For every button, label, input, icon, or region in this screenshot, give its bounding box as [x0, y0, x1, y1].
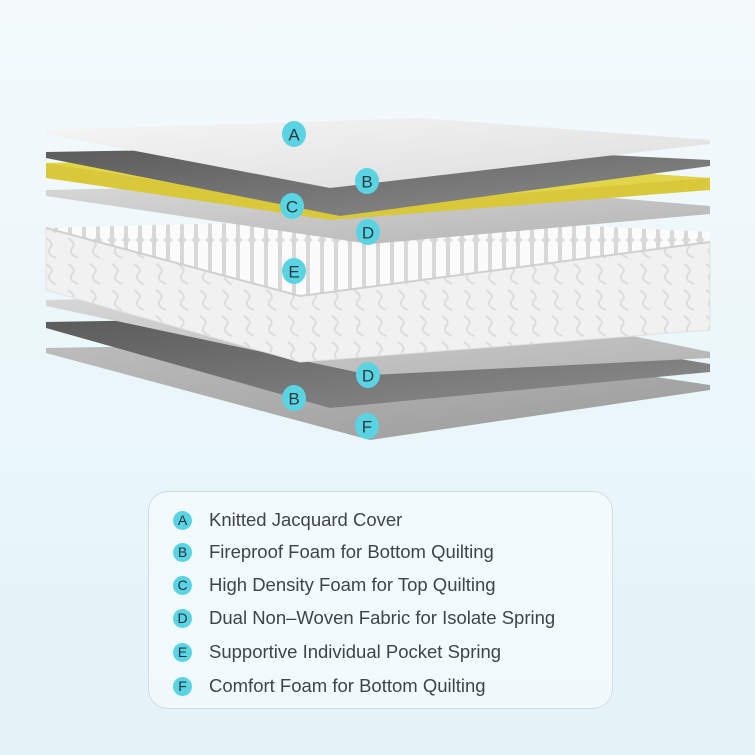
legend-text: Knitted Jacquard Cover [209, 509, 403, 530]
label-letter: C [286, 198, 298, 217]
legend-badge: A [173, 510, 192, 530]
mattress-layers-diagram: A B C D E D B F [45, 118, 711, 440]
label-badge-f [355, 413, 379, 439]
legend-badge: E [173, 642, 192, 662]
legend-text: Fireproof Foam for Bottom Quilting [209, 541, 494, 562]
legend-badge: F [173, 676, 192, 696]
legend-item: F Comfort Foam for Bottom Quilting [173, 671, 486, 701]
legend-badge: C [173, 575, 192, 595]
legend-text: Supportive Individual Pocket Spring [209, 641, 502, 662]
label-badge-d [356, 362, 380, 388]
pocket-spring-unit [45, 218, 711, 363]
label-badge-b [282, 385, 306, 411]
legend-item: A Knitted Jacquard Cover [173, 505, 402, 535]
label-letter: A [288, 126, 300, 145]
legend-badge: D [173, 608, 192, 628]
label-letter: B [361, 173, 372, 192]
layer-a [46, 118, 710, 188]
legend-item: D Dual Non–Woven Fabric for Isolate Sprin… [173, 603, 555, 633]
label-letter: B [288, 390, 299, 409]
legend-text: High Density Foam for Top Quilting [209, 574, 496, 595]
legend-badge: B [173, 542, 192, 562]
legend-text: Comfort Foam for Bottom Quilting [209, 675, 486, 696]
label-badge-d [356, 219, 380, 245]
legend-text: Dual Non–Woven Fabric for Isolate Spring [209, 607, 556, 628]
legend-item: C High Density Foam for Top Quilting [173, 570, 496, 600]
label-letter: D [362, 224, 374, 243]
label-badge-a [282, 121, 306, 147]
label-badge-c [280, 193, 304, 219]
label-letter: E [288, 263, 299, 282]
legend-item: E Supportive Individual Pocket Spring [173, 637, 501, 667]
label-letter: F [362, 418, 372, 437]
label-badge-b [355, 168, 379, 194]
label-letter: D [362, 367, 374, 386]
legend-item: B Fireproof Foam for Bottom Quilting [173, 537, 494, 567]
label-badge-e [282, 258, 306, 284]
